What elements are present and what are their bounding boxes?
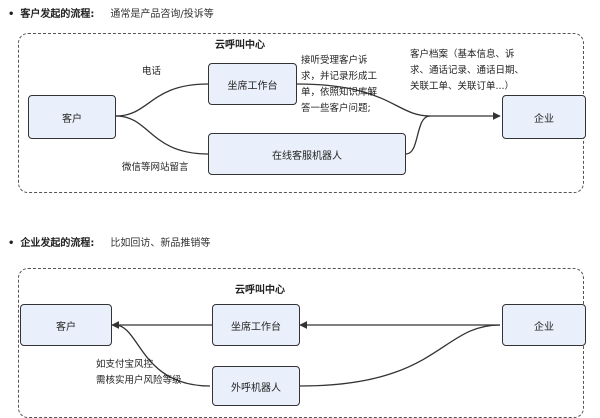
flow1-archive-note-line: 求、通话记录、通话日期、 [410, 65, 525, 76]
flow1-cloud-call-center-title: 云呼叫中心 [215, 40, 265, 51]
flow2-note: 如支付宝风控 需核实用户风险等级 [96, 357, 182, 389]
flow1-customer-to-bot-connector [115, 115, 209, 155]
flow1-bot-to-enterprise-connector [405, 115, 431, 155]
flow1-header: • 客户发起的流程: 通常是产品咨询/投诉等 [8, 8, 214, 22]
flow1-archive-note-line: 客户档案（基本信息、诉 [410, 49, 515, 60]
flow2-cloud-call-center-title: 云呼叫中心 [235, 285, 285, 296]
flow2-description: 比如回访、新品推销等 [110, 238, 211, 249]
flow1-enterprise-node: 企业 [502, 95, 586, 139]
flow2-title: 企业发起的流程: [20, 238, 95, 249]
flow2-enterprise-node: 企业 [502, 304, 586, 346]
flow1-bullet: • [8, 9, 15, 20]
flow1-phone-label: 电话 [142, 66, 162, 77]
flow1-archive-note: 客户档案（基本信息、诉 求、通话记录、通话日期、 关联工单、关联订单...） [410, 47, 524, 95]
flow2-header: • 企业发起的流程: 比如回访、新品推销等 [8, 237, 210, 251]
flow2-outbound-bot-node: 外呼机器人 [212, 366, 300, 406]
connector-lines [111, 83, 501, 387]
flow2-customer-node: 客户 [20, 304, 112, 346]
flow1-agent-desk-node: 坐席工作台 [208, 63, 297, 105]
flow1-description: 通常是产品咨询/投诉等 [110, 9, 214, 20]
flow1-title: 客户发起的流程: [20, 9, 95, 20]
flow1-customer-node: 客户 [28, 95, 116, 139]
flow2-note-line: 需核实用户风险等级 [96, 375, 182, 386]
flow1-online-bot-node: 在线客服机器人 [208, 133, 406, 175]
flow2-bot-to-customer-connector [114, 324, 211, 387]
flow1-agent-note-line: 答一些客户问题; [301, 103, 371, 114]
flow1-agent-to-enterprise-connector [296, 83, 431, 117]
flow2-agent-desk-node: 坐席工作台 [212, 304, 300, 346]
flow1-wechat-label: 微信等网站留言 [122, 162, 189, 173]
flow1-agent-note: 接听受理客户诉 求，并记录形成工 单，依照知识库解 答一些客户问题; [301, 53, 377, 117]
flow2-bullet: • [8, 238, 15, 249]
flow1-customer-to-agent-connector [115, 83, 209, 117]
flow1-archive-note-line: 关联工单、关联订单...） [410, 81, 515, 92]
flow1-agent-note-line: 单，依照知识库解 [301, 87, 378, 98]
flow1-agent-note-line: 求，并记录形成工 [301, 71, 378, 82]
flow2-enterprise-to-bot-connector [299, 324, 501, 387]
flow2-note-line: 如支付宝风控 [96, 359, 154, 370]
flow1-agent-note-line: 接听受理客户诉 [301, 55, 368, 66]
